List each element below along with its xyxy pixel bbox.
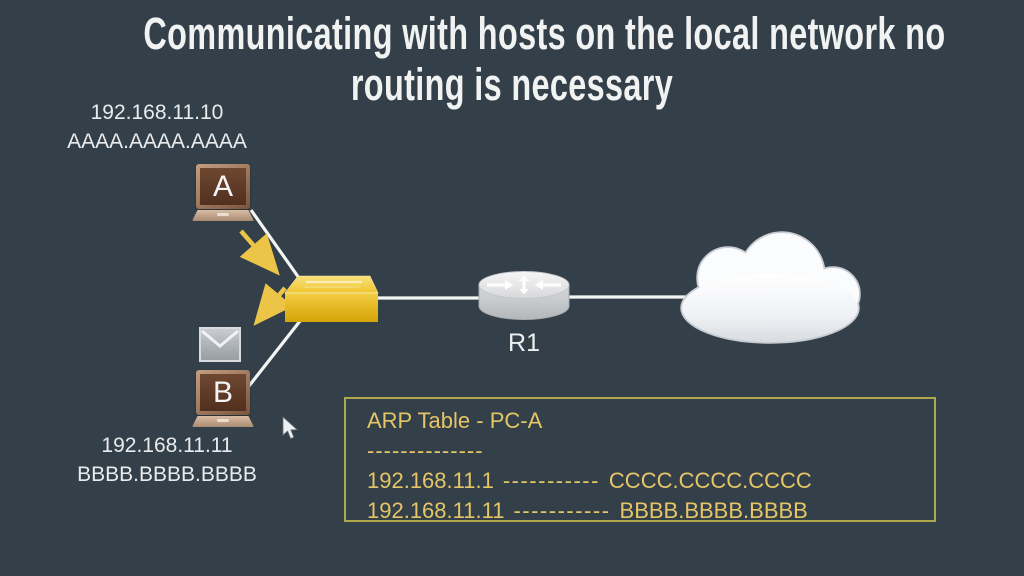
link-switch-hostB: [247, 320, 302, 387]
laptop-b-base: [192, 416, 254, 427]
laptop-a-icon: A: [192, 164, 254, 221]
arp-table: ARP Table - PC-A -------------- 192.168.…: [344, 397, 936, 523]
link-hostA-switch: [249, 209, 301, 279]
page-title-line2: routing is necessary: [350, 59, 674, 110]
host-b-letter: B: [200, 374, 246, 411]
host-b-ip: 192.168.11.11: [101, 434, 233, 457]
host-a-labels: 192.168.11.10 AAAA.AAAA.AAAA: [37, 98, 277, 156]
traffic-arrow-to-hostB: [253, 283, 294, 326]
laptop-b-screen: B: [196, 370, 250, 415]
arp-table-title: ARP Table - PC-A: [367, 408, 543, 433]
arp-row2-mac: BBBB.BBBB.BBBB: [619, 498, 808, 523]
arp-table-separator: --------------: [367, 438, 484, 463]
host-a-ip: 192.168.11.10: [90, 101, 224, 124]
envelope-flap-icon: [201, 329, 239, 348]
envelope-icon: [199, 327, 241, 362]
laptop-b-icon: B: [192, 370, 254, 427]
host-b-mac: BBBB.BBBB.BBBB: [77, 463, 257, 486]
host-b-labels: 192.168.11.11 BBBB.BBBB.BBBB: [42, 431, 292, 489]
arp-row1-mac: CCCC.CCCC.CCCC: [608, 468, 812, 493]
arp-row2-ip: 192.168.11.11: [367, 498, 505, 523]
laptop-a-base: [192, 210, 254, 221]
page-title: Communicating with hosts on the local ne…: [143, 8, 946, 110]
router-icon: [478, 271, 570, 320]
arp-row1-dashes: -----------: [502, 468, 600, 493]
host-a-letter: A: [200, 168, 246, 205]
host-a-mac: AAAA.AAAA.AAAA: [67, 130, 247, 153]
cloud-icon: [680, 231, 861, 344]
arp-table-row: 192.168.11.11 ----------- BBBB.BBBB.BBBB: [367, 496, 934, 526]
arp-table-row: 192.168.11.1 ----------- CCCC.CCCC.CCCC: [367, 466, 934, 496]
switch-icon: [284, 275, 379, 322]
page-title-line1: Communicating with hosts on the local ne…: [143, 8, 946, 59]
arp-row2-dashes: -----------: [513, 498, 611, 523]
arp-row1-ip: 192.168.11.1: [367, 468, 494, 493]
router-label: R1: [508, 329, 540, 357]
router-arrows-icon: [487, 275, 561, 295]
laptop-a-screen: A: [196, 164, 250, 209]
traffic-arrow-to-switch: [239, 229, 280, 276]
